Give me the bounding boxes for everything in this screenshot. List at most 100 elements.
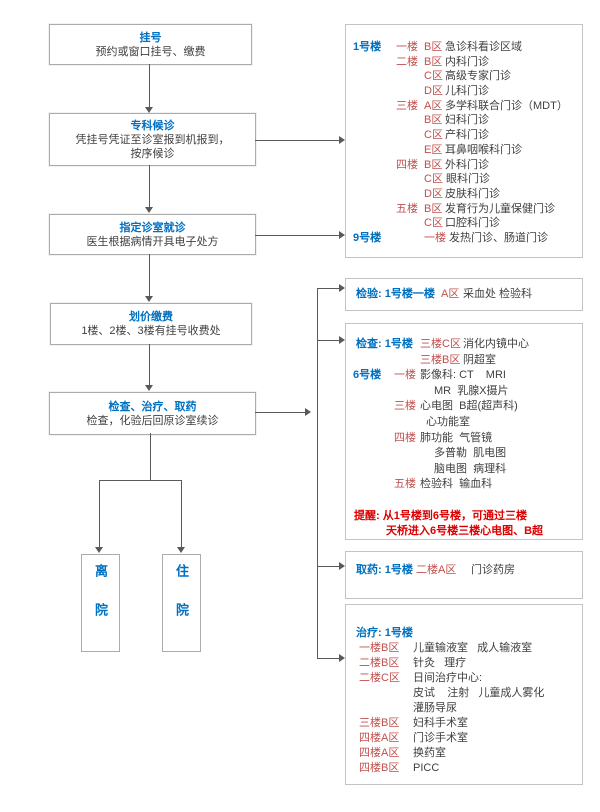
text-run: 一楼 bbox=[394, 369, 416, 382]
step-body-line: 凭挂号凭证至诊室报到机报到， bbox=[75, 133, 230, 146]
text-run: 阴超室 bbox=[463, 353, 496, 366]
text-run: 多普勒 肌电图 bbox=[434, 447, 507, 460]
arrowhead-right-icon bbox=[339, 284, 345, 292]
text-run: 产科门诊 bbox=[445, 129, 489, 142]
text-run: 检验科 输血科 bbox=[420, 478, 493, 491]
text-run: 取药: 1号楼 bbox=[356, 564, 413, 576]
text-run: 外科门诊 bbox=[445, 158, 489, 171]
panel-line: 取药: 1号楼二楼A区门诊药房 bbox=[346, 564, 582, 578]
text-run: C区 bbox=[424, 70, 443, 83]
arrowhead-down-icon bbox=[145, 296, 153, 302]
panel-line: 9号楼一楼发热门诊、肠道门诊 bbox=[346, 232, 582, 247]
text-run: 四楼A区 bbox=[359, 732, 400, 744]
connector-split-horizontal bbox=[99, 480, 182, 481]
connector-waiting-directory bbox=[255, 140, 339, 141]
panel-line: D区儿科门诊 bbox=[346, 85, 582, 100]
text-run: 提醒: 从1号楼到6号楼，可通过三楼 bbox=[354, 509, 527, 522]
connector-step3-step4 bbox=[149, 254, 150, 296]
text-run: 门诊手术室 bbox=[413, 732, 468, 744]
text-run: D区 bbox=[424, 187, 443, 200]
text-run: 三楼B区 bbox=[359, 717, 400, 729]
step-specialist-waiting: 专科候诊 凭挂号凭证至诊室报到机报到， 按序候诊 bbox=[49, 113, 256, 166]
connector-to-admission bbox=[181, 480, 182, 547]
text-run: 皮试 注射 儿童成人雾化 bbox=[413, 687, 545, 699]
text-run: A区 bbox=[424, 99, 443, 112]
text-run: 肺功能 气管镜 bbox=[420, 431, 493, 444]
arrowhead-right-icon bbox=[339, 136, 345, 144]
panel-line bbox=[346, 494, 582, 510]
text-run: B区 bbox=[424, 202, 443, 215]
text-run: 影像科: CT MRI bbox=[420, 369, 506, 382]
panel-line: 一楼B区儿童输液室 成人输液室 bbox=[346, 642, 582, 657]
panel-line: 6号楼一楼影像科: CT MRI bbox=[346, 369, 582, 385]
text-run: 妇科门诊 bbox=[445, 114, 489, 127]
connector-step5-trunk bbox=[255, 412, 305, 413]
text-run: 心电图 B超(超声科) bbox=[420, 400, 518, 413]
text-run: 心功能室 bbox=[426, 415, 470, 428]
panel-line: C区口腔科门诊 bbox=[346, 217, 582, 232]
step-title: 挂号 bbox=[139, 31, 162, 44]
text-run: 高级专家门诊 bbox=[445, 70, 511, 83]
text-run: 皮肤科门诊 bbox=[445, 187, 500, 200]
text-run: 眼科门诊 bbox=[446, 173, 490, 186]
text-run: 检查: 1号楼 bbox=[356, 338, 413, 350]
text-run: 五楼 bbox=[394, 478, 416, 491]
text-run: 天桥进入6号楼三楼心电图、B超 bbox=[386, 525, 544, 538]
connector-branch-pharmacy bbox=[317, 566, 339, 567]
panel-line: 灌肠导尿 bbox=[346, 702, 582, 717]
arrowhead-down-icon bbox=[145, 107, 153, 113]
text-run: B区 bbox=[424, 114, 443, 127]
step-body-line: 1楼、2楼、3楼有挂号收费处 bbox=[81, 325, 221, 337]
panel-line: B区妇科门诊 bbox=[346, 114, 582, 129]
panel-line: 四楼A区 门诊手术室 bbox=[346, 732, 582, 747]
connector-to-discharge bbox=[99, 480, 100, 547]
text-run: 日间治疗中心: bbox=[413, 672, 483, 684]
endpoint-label: 离院 bbox=[93, 564, 108, 642]
arrowhead-down-icon bbox=[145, 207, 153, 213]
text-run: 耳鼻咽喉科门诊 bbox=[445, 143, 522, 156]
text-run: C区 bbox=[424, 217, 443, 230]
arrowhead-right-icon bbox=[305, 408, 311, 416]
panel-treatment: 治疗: 1号楼一楼B区儿童输液室 成人输液室二楼B区针灸 理疗二楼C区日间治疗中… bbox=[345, 604, 583, 785]
arrowhead-right-icon bbox=[339, 336, 345, 344]
text-run: PICC bbox=[413, 762, 440, 774]
step-pricing-payment: 划价缴费 1楼、2楼、3楼有挂号收费处 bbox=[50, 303, 252, 345]
text-run: 脑电图 病理科 bbox=[434, 462, 507, 475]
text-run: 三楼B区 bbox=[420, 353, 461, 366]
text-run: 发育行为儿童保健门诊 bbox=[445, 202, 555, 215]
text-run: D区 bbox=[424, 85, 443, 98]
text-run: 针灸 理疗 bbox=[413, 657, 467, 669]
text-run: 门诊药房 bbox=[471, 564, 515, 576]
step-title: 划价缴费 bbox=[129, 311, 173, 323]
panel-line: MR 乳腺X摄片 bbox=[346, 385, 582, 401]
text-run: 采血处 检验科 bbox=[463, 288, 533, 300]
connector-step1-step2 bbox=[149, 64, 150, 107]
panel-line: 多普勒 肌电图 bbox=[346, 447, 582, 463]
text-run: 消化内镜中心 bbox=[463, 338, 529, 350]
text-run: MR 乳腺X摄片 bbox=[434, 384, 509, 397]
connector-step5-split bbox=[150, 433, 151, 480]
panel-line: 二楼B区 针灸 理疗 bbox=[346, 657, 582, 672]
text-run: 口腔科门诊 bbox=[445, 217, 500, 230]
text-run: 内科门诊 bbox=[445, 55, 489, 68]
arrowhead-right-icon bbox=[339, 231, 345, 239]
panel-line: 四楼肺功能 气管镜 bbox=[346, 432, 582, 448]
panel-line: 二楼C区日间治疗中心: bbox=[346, 672, 582, 687]
panel-line: 三楼B区阴超室 bbox=[346, 354, 582, 370]
text-run: 1号楼 bbox=[353, 41, 382, 53]
text-run: C区 bbox=[424, 173, 443, 186]
text-run: 二楼B区 bbox=[359, 657, 400, 669]
text-run: B区 bbox=[424, 55, 443, 68]
step-body-line: 预约或窗口挂号、缴费 bbox=[95, 45, 206, 58]
panel-line: 五楼检验科 输血科 bbox=[346, 478, 582, 494]
connector-branch-exams bbox=[317, 340, 339, 341]
text-run: 9号楼 bbox=[353, 231, 382, 244]
connector-clinic-directory bbox=[255, 235, 339, 236]
text-run: 妇科手术室 bbox=[413, 717, 468, 729]
step-title: 专科候诊 bbox=[130, 119, 175, 132]
